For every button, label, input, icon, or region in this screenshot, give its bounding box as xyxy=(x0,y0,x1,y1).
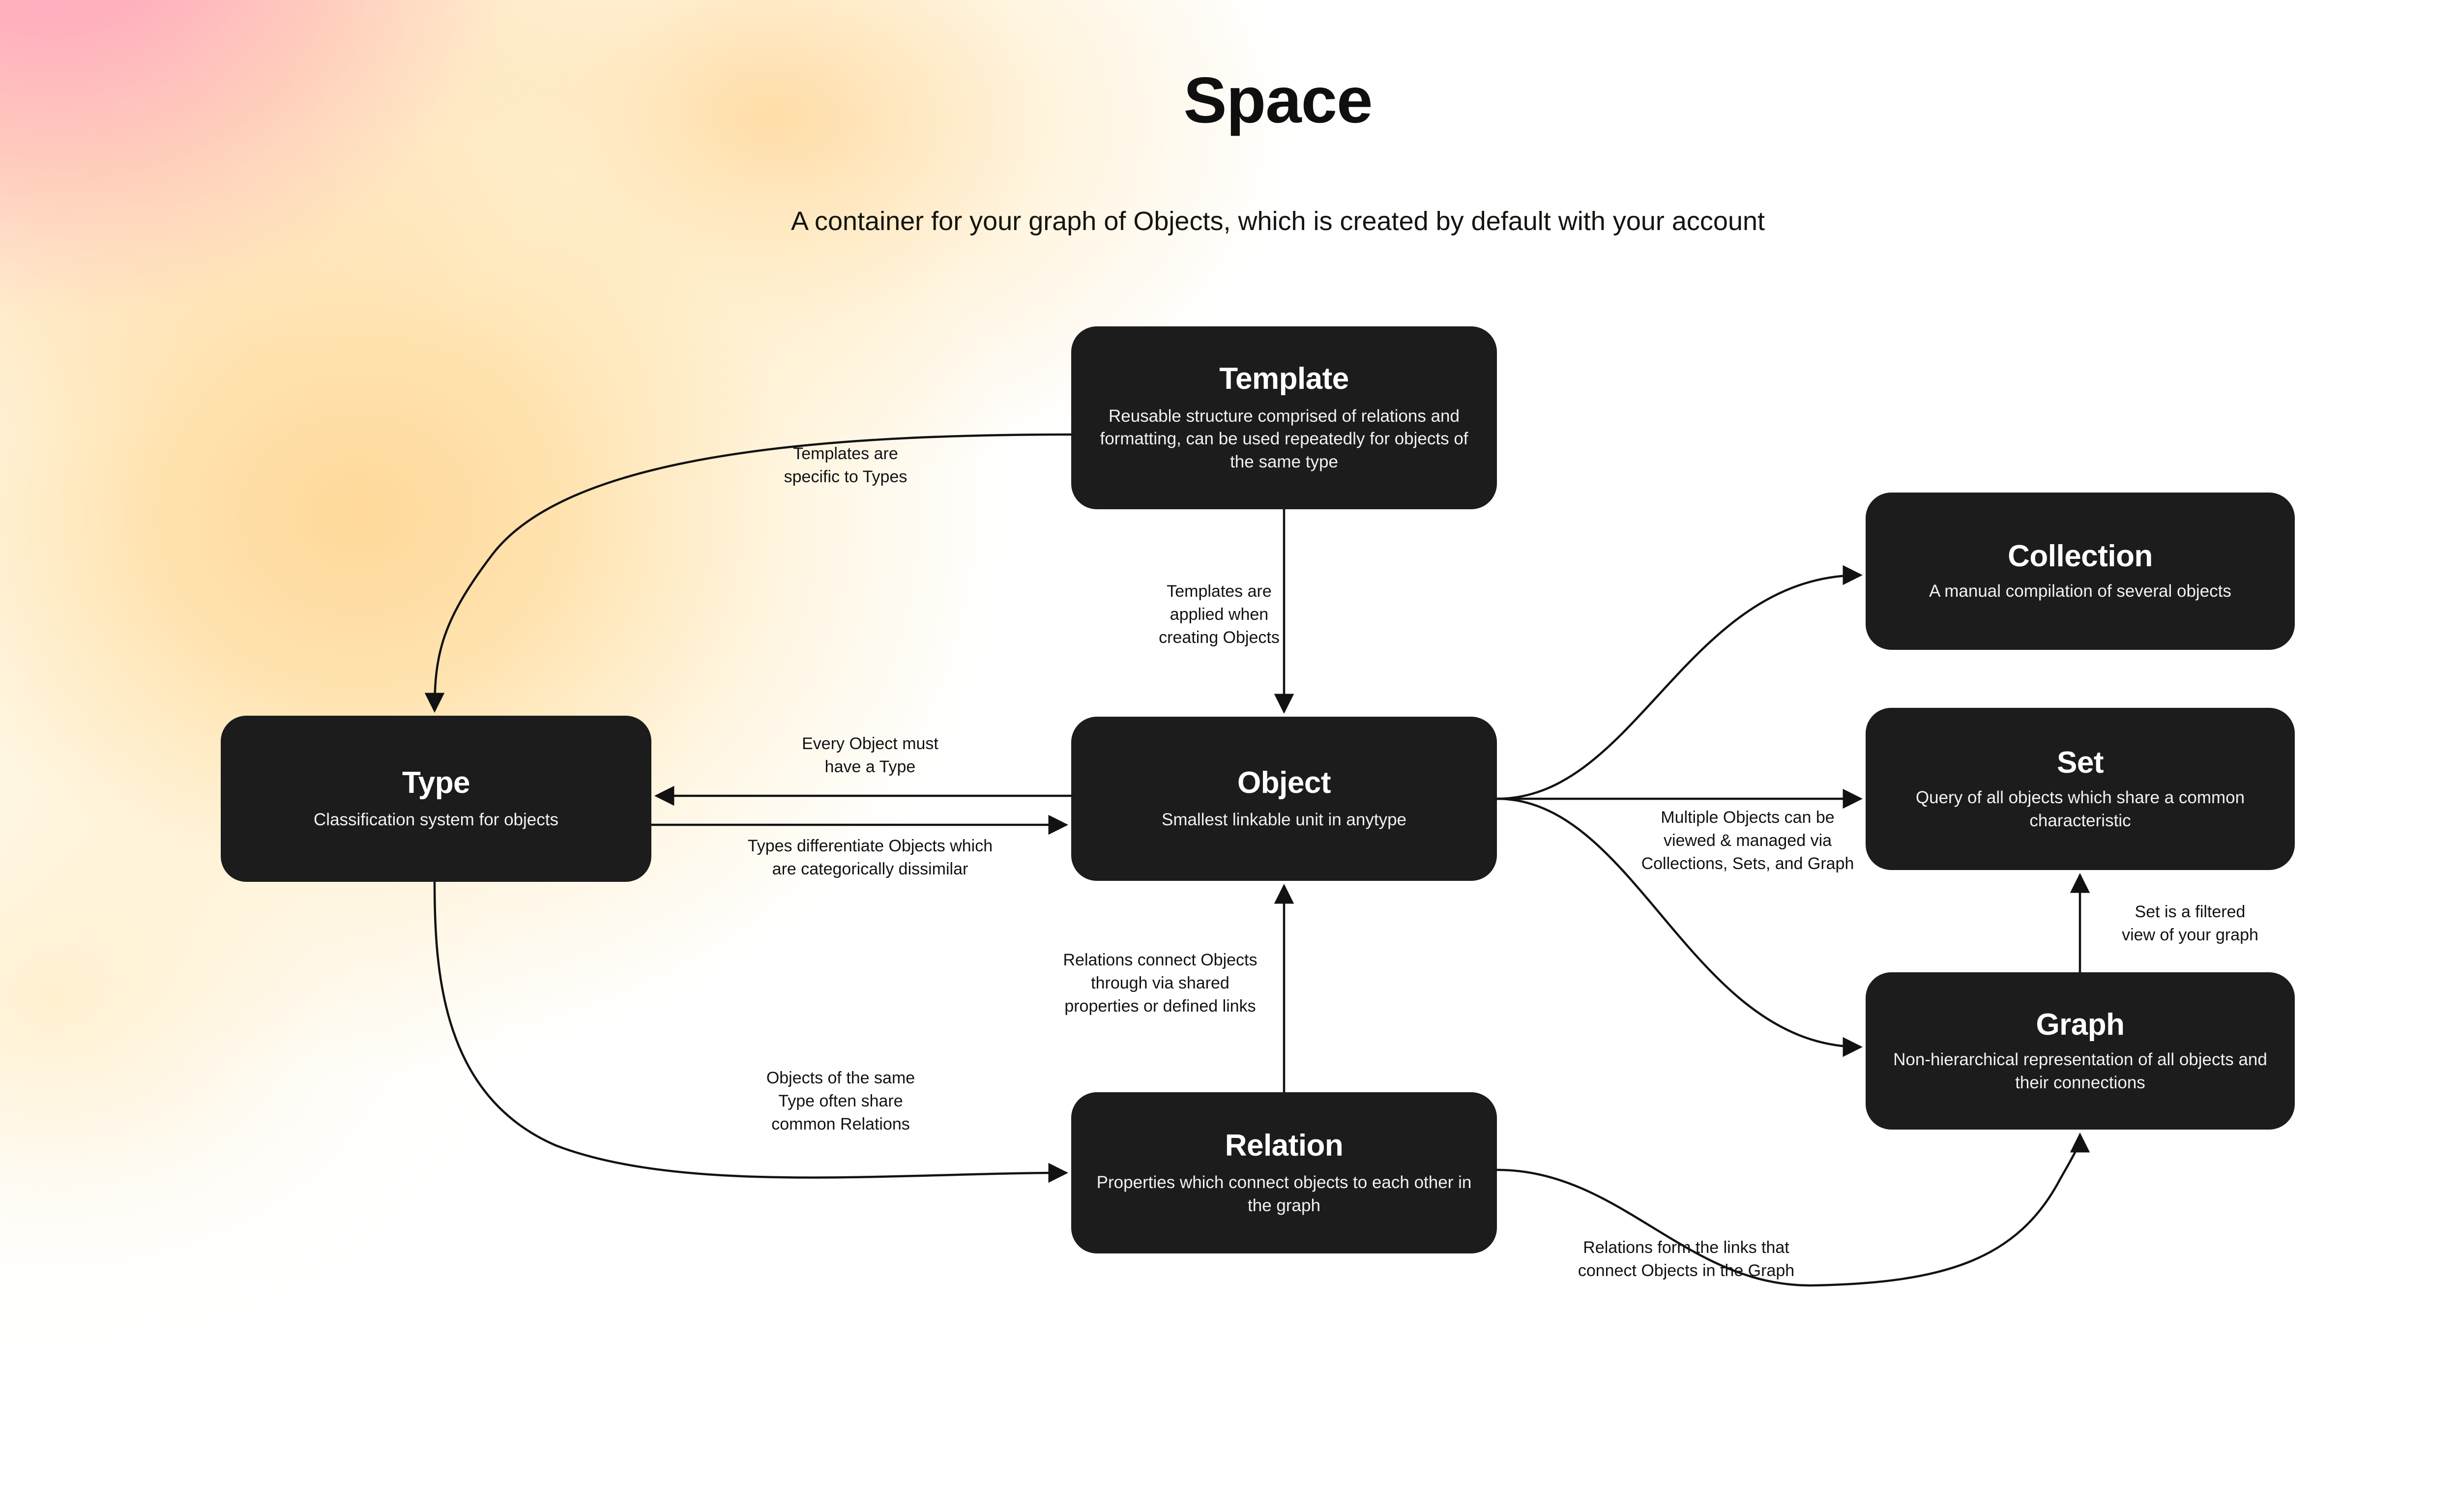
page-title: Space xyxy=(1183,64,1373,136)
node-set-title: Set xyxy=(2057,745,2104,780)
edge-label-relation-graph: Relations form the links that connect Ob… xyxy=(1578,1238,1795,1280)
node-collection-title: Collection xyxy=(2008,539,2153,573)
node-type-title: Type xyxy=(402,766,470,800)
node-collection-description: A manual compilation of several objects xyxy=(1929,582,2231,601)
node-set[interactable]: Set Query of all objects which share a c… xyxy=(1866,708,2295,870)
edge-type-relation xyxy=(433,881,1069,1183)
node-type-description: Classification system for objects xyxy=(314,810,558,830)
edge-template-type xyxy=(424,433,1072,713)
edge-label-graph-set: Set is a filtered view of your graph xyxy=(2122,902,2258,944)
edge-relation-graph xyxy=(1496,1132,2090,1287)
edge-label-relation-object: Relations connect Objects through via sh… xyxy=(1063,951,1258,1016)
edge-label-template-type: Templates are specific to Types xyxy=(784,444,907,486)
node-relation-description: Properties which connect objects to each… xyxy=(1096,1173,1472,1215)
edge-object-graph xyxy=(1496,797,1863,1057)
node-type[interactable]: Type Classification system for objects xyxy=(221,716,651,882)
node-object-description: Smallest linkable unit in anytype xyxy=(1161,810,1407,830)
node-set-description: Query of all objects which share a commo… xyxy=(1915,788,2245,830)
node-object[interactable]: Object Smallest linkable unit in anytype xyxy=(1071,717,1497,881)
edge-label-type-object: Types differentiate Objects which are ca… xyxy=(747,837,993,878)
node-template-description: Reusable structure comprised of relation… xyxy=(1100,406,1468,471)
edge-label-object-type: Every Object must have a Type xyxy=(802,734,938,776)
node-relation[interactable]: Relation Properties which connect object… xyxy=(1071,1092,1497,1253)
node-object-title: Object xyxy=(1237,766,1331,800)
node-graph[interactable]: Graph Non-hierarchical representation of… xyxy=(1866,972,2295,1130)
edge-object-collection xyxy=(1496,565,1863,800)
edge-label-type-relation: Objects of the same Type often share com… xyxy=(766,1069,915,1134)
page-subtitle: A container for your graph of Objects, w… xyxy=(790,206,1765,236)
edge-label-template-object: Templates are applied when creating Obje… xyxy=(1159,582,1280,647)
node-template[interactable]: Template Reusable structure comprised of… xyxy=(1071,326,1497,509)
node-graph-description: Non-hierarchical representation of all o… xyxy=(1893,1050,2267,1092)
node-graph-title: Graph xyxy=(2036,1007,2125,1042)
edge-label-object-views: Multiple Objects can be viewed & managed… xyxy=(1641,808,1854,873)
node-collection[interactable]: Collection A manual compilation of sever… xyxy=(1866,493,2295,650)
node-template-title: Template xyxy=(1219,362,1349,396)
node-relation-title: Relation xyxy=(1225,1128,1344,1163)
